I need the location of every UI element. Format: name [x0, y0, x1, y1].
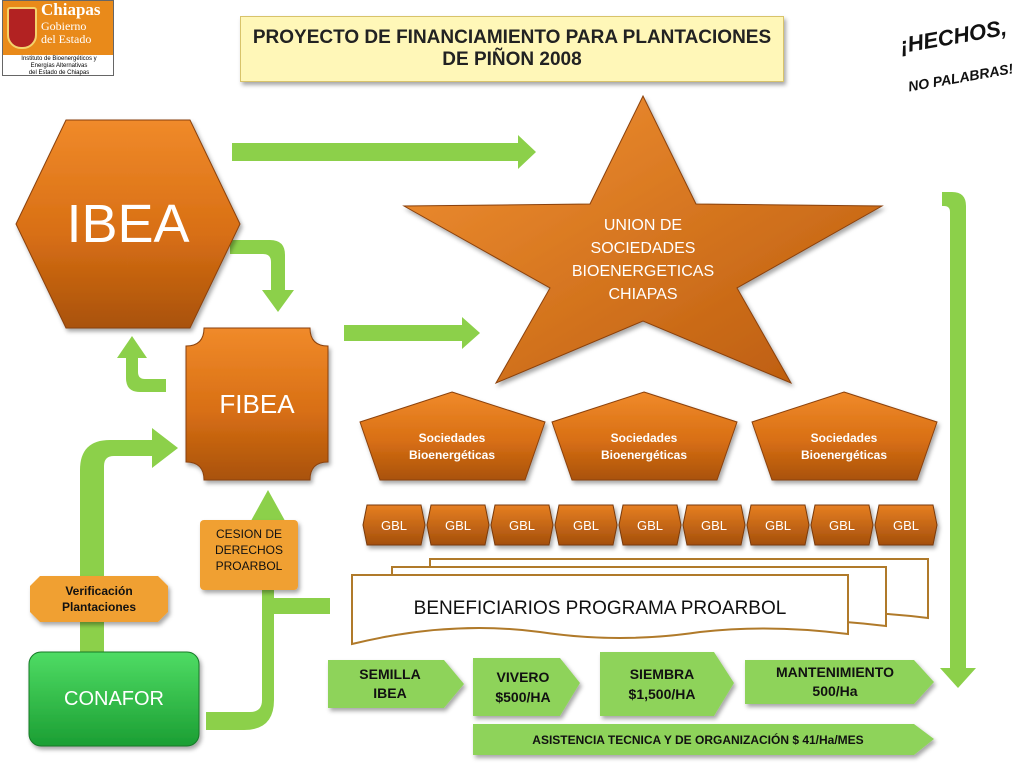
vivero-arrow: [473, 658, 580, 716]
verificacion-shape: [30, 576, 168, 622]
arrow-ibea-to-fibea: [230, 240, 294, 312]
gbl-box-9: [874, 504, 938, 546]
asistencia-label: ASISTENCIA TECNICA Y DE ORGANIZACIÓN $ 4…: [532, 732, 864, 747]
gbl-label-2: GBL: [444, 517, 471, 533]
arrow-branch-beneficiarios: [262, 598, 330, 614]
arrow-right-down: [940, 192, 976, 688]
beneficiarios-label: BENEFICIARIOS PROGRAMA PROARBOL: [413, 598, 787, 619]
arrow-ibea-to-union: [232, 135, 536, 169]
gbl-box-1: [362, 504, 426, 546]
conafor-label: CONAFOR: [64, 687, 164, 710]
gbl-box-8: [810, 504, 874, 546]
gbl-box-5: [618, 504, 682, 546]
mantenimiento-arrow: [745, 660, 934, 704]
semilla-arrow: [328, 660, 464, 708]
gbl-label-6: GBL: [700, 517, 727, 533]
gbl-group: [362, 504, 938, 546]
gbl-label-4: GBL: [572, 517, 599, 533]
cost-arrows: [328, 652, 934, 755]
gbl-label-9: GBL: [892, 517, 919, 533]
slogan-line-2: NO PALABRAS!: [906, 60, 1015, 95]
gbl-label-5: GBL: [636, 517, 663, 533]
logo-subtitle: Gobierno del Estado: [41, 19, 92, 46]
siembra-label: SIEMBRA $1,500/HA: [628, 666, 696, 702]
chiapas-logo: Chiapas Gobierno del Estado Instituto de…: [2, 0, 114, 76]
sociedades-label-3: Sociedades Bioenergéticas: [800, 431, 888, 462]
gbl-label-8: GBL: [828, 517, 855, 533]
cesion-box: [200, 520, 298, 590]
doc-front: [351, 574, 849, 646]
logo-institute: Instituto de Bioenergéticos y Energías A…: [21, 56, 97, 76]
siembra-arrow: [600, 652, 734, 716]
ibea-hexagon: [15, 119, 241, 329]
page-title: PROYECTO DE FINANCIAMIENTO PARA PLANTACI…: [240, 16, 784, 82]
gbl-box-4: [554, 504, 618, 546]
fibea-label: FIBEA: [219, 388, 295, 419]
gbl-label-1: GBL: [380, 517, 407, 533]
gbl-label-3: GBL: [508, 517, 535, 533]
coat-of-arms-icon: [7, 7, 37, 49]
slogan: ¡HECHOS, NO PALABRAS!: [894, 0, 1014, 95]
arrow-fibea-to-ibea: [117, 336, 166, 392]
gbl-box-3: [490, 504, 554, 546]
semilla-label: SEMILLA IBEA: [359, 666, 421, 701]
logo-name: Chiapas: [41, 0, 101, 19]
sociedades-pentagon-1: [359, 391, 546, 481]
sociedades-pentagon-3: [751, 391, 938, 481]
arrow-fibea-to-union: [344, 317, 480, 349]
union-star: [402, 94, 884, 385]
gbl-box-7: [746, 504, 810, 546]
sociedades-label-1: Sociedades Bioenergéticas: [408, 431, 496, 462]
mantenimiento-label: MANTENIMIENTO 500/Ha: [776, 664, 894, 699]
ibea-label: IBEA: [66, 194, 190, 254]
union-label: UNION DE SOCIEDADES BIOENERGETICAS CHIAP…: [571, 217, 715, 303]
asistencia-arrow: [473, 724, 934, 755]
sociedades-group: [359, 391, 938, 481]
verificacion-label: Verificación Plantaciones: [61, 584, 137, 614]
vivero-label: VIVERO $500/HA: [495, 669, 551, 705]
fibea-shape: [185, 327, 329, 481]
sociedades-pentagon-2: [551, 391, 738, 481]
sociedades-label-2: Sociedades Bioenergéticas: [600, 431, 688, 462]
conafor-box: [28, 651, 200, 747]
gbl-box-6: [682, 504, 746, 546]
gbl-label-7: GBL: [764, 517, 791, 533]
arrow-conafor-to-fibea: [80, 428, 178, 655]
gbl-box-2: [426, 504, 490, 546]
slogan-line-1: ¡HECHOS,: [898, 14, 1009, 59]
beneficiarios-docs: [351, 558, 929, 646]
cesion-label: CESION DE DERECHOS PROARBOL: [214, 527, 283, 573]
